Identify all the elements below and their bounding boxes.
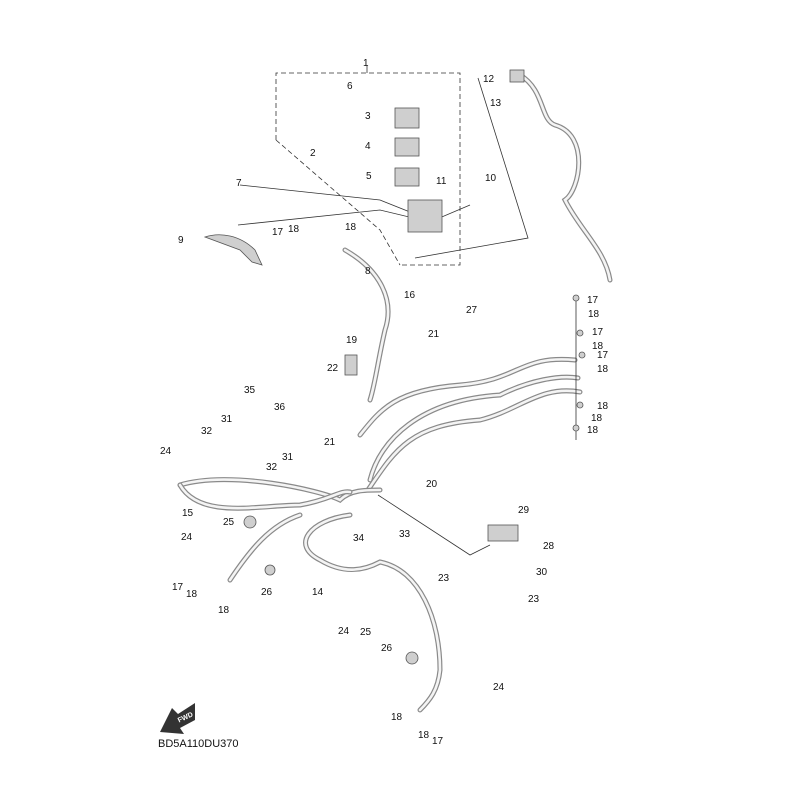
callout-label: 18	[345, 222, 357, 233]
parts	[203, 69, 586, 665]
callout-label: 5	[366, 171, 372, 182]
callout-label: 17	[597, 350, 609, 361]
callout-label: 31	[282, 452, 294, 463]
callout-label: 10	[485, 173, 497, 184]
callout-label: 3	[365, 111, 371, 122]
plate	[394, 167, 420, 187]
callout-label: 15	[182, 508, 194, 519]
callout-label: 18	[218, 605, 230, 616]
brake-lever	[203, 234, 263, 266]
callout-label: 28	[543, 541, 555, 552]
callout-label: 18	[186, 589, 198, 600]
callout-label: 13	[490, 98, 502, 109]
callout-label: 18	[588, 309, 600, 320]
callout-label: 32	[201, 426, 213, 437]
master-cylinder	[407, 199, 443, 233]
callout-label: 17	[587, 295, 599, 306]
callout-label: 36	[274, 402, 286, 413]
callout-label: 24	[338, 626, 350, 637]
callout-label: 35	[244, 385, 256, 396]
callout-label: 18	[587, 425, 599, 436]
callout-label: 18	[288, 224, 300, 235]
diagram-code: BD5A110DU370	[158, 738, 239, 750]
callout-label: 32	[266, 462, 278, 473]
callout-label: 18	[391, 712, 403, 723]
callout-label: 17	[592, 327, 604, 338]
callout-label: 34	[353, 533, 365, 544]
callout-label: 25	[223, 517, 235, 528]
callout-label: 11	[436, 176, 447, 187]
callout-label: 29	[518, 505, 530, 516]
callout-label: 1	[363, 58, 369, 69]
assembly-box	[237, 66, 529, 266]
callout-label: 20	[426, 479, 438, 490]
callout-label: 17	[432, 736, 444, 747]
joint	[344, 354, 358, 376]
callout-label: 25	[360, 627, 372, 638]
callout-label: 18	[591, 413, 603, 424]
callout-label: 18	[418, 730, 430, 741]
callout-label: 24	[181, 532, 193, 543]
callout-label: 23	[528, 594, 540, 605]
callout-label: 33	[399, 529, 411, 540]
callout-label: 26	[381, 643, 393, 654]
callout-label: 2	[310, 148, 316, 159]
callout-label: 18	[592, 341, 604, 352]
switch	[509, 69, 525, 83]
callout-label: 9	[178, 235, 184, 246]
callout-label: 14	[312, 587, 324, 598]
diaphragm	[394, 137, 420, 157]
callout-label: 8	[365, 266, 371, 277]
callout-label: 18	[597, 401, 609, 412]
callout-label: 24	[160, 446, 172, 457]
callout-label: 19	[346, 335, 358, 346]
brake-hoses	[177, 72, 613, 713]
callout-label: 18	[597, 364, 609, 375]
callout-label: 17	[172, 582, 184, 593]
callout-label: 12	[483, 74, 495, 85]
callout-label: 7	[236, 178, 242, 189]
fwd-arrow-icon: FWD	[160, 703, 195, 734]
callout-label: 27	[466, 305, 478, 316]
callout-label: 17	[272, 227, 284, 238]
bracket	[487, 524, 519, 542]
callout-label: 23	[438, 573, 450, 584]
callout-label: 16	[404, 290, 416, 301]
callout-label: 30	[536, 567, 548, 578]
reservoir-cap	[394, 107, 420, 129]
callout-label: 24	[493, 682, 505, 693]
callout-labels: 1 6 3 4 2 5 7 11 10 9 17 18 18 8 12 13 1…	[160, 58, 609, 747]
callout-label: 22	[327, 363, 339, 374]
callout-label: 31	[221, 414, 233, 425]
callout-label: 26	[261, 587, 273, 598]
callout-label: 6	[347, 81, 353, 92]
callout-label: 4	[365, 141, 371, 152]
callout-label: 21	[324, 437, 336, 448]
callout-label: 21	[428, 329, 440, 340]
